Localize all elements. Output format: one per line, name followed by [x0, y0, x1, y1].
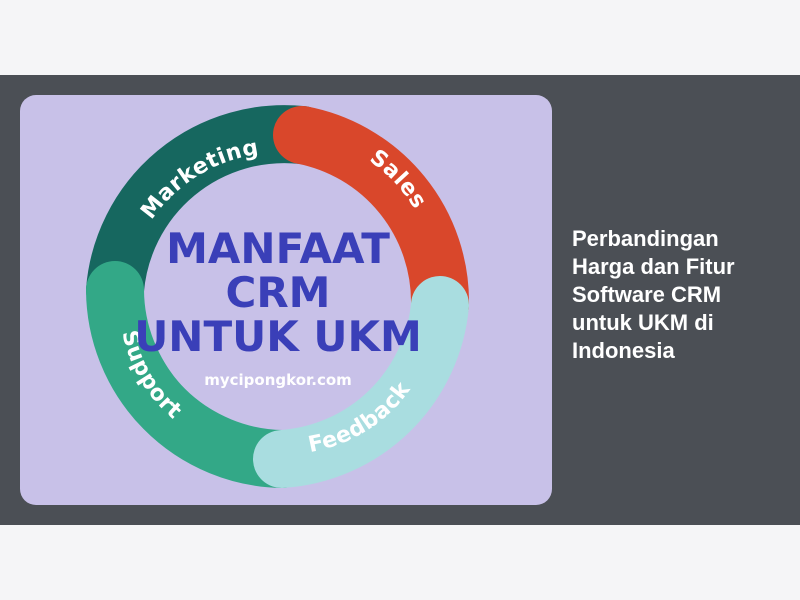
- watermark-url: mycipongkor.com: [204, 371, 352, 389]
- ring-segment-sales: [273, 106, 470, 334]
- crm-cycle-diagram: Marketing Sales Feedback Support MANFAAT…: [86, 105, 470, 488]
- inner-circle: [147, 167, 407, 427]
- ring-segment-marketing: [86, 105, 331, 319]
- title-line-1: MANFAAT: [166, 224, 390, 273]
- article-headline[interactable]: Perbandingan Harga dan Fitur Software CR…: [572, 226, 735, 363]
- ring-segment-support: [86, 261, 311, 488]
- title-line-3: UNTUK UKM: [134, 312, 422, 361]
- crm-benefits-image[interactable]: Marketing Sales Feedback Support MANFAAT…: [20, 95, 552, 505]
- content-band: Marketing Sales Feedback Support MANFAAT…: [0, 75, 800, 525]
- ring-segment-feedback: [253, 276, 469, 488]
- title-line-2: CRM: [226, 268, 331, 317]
